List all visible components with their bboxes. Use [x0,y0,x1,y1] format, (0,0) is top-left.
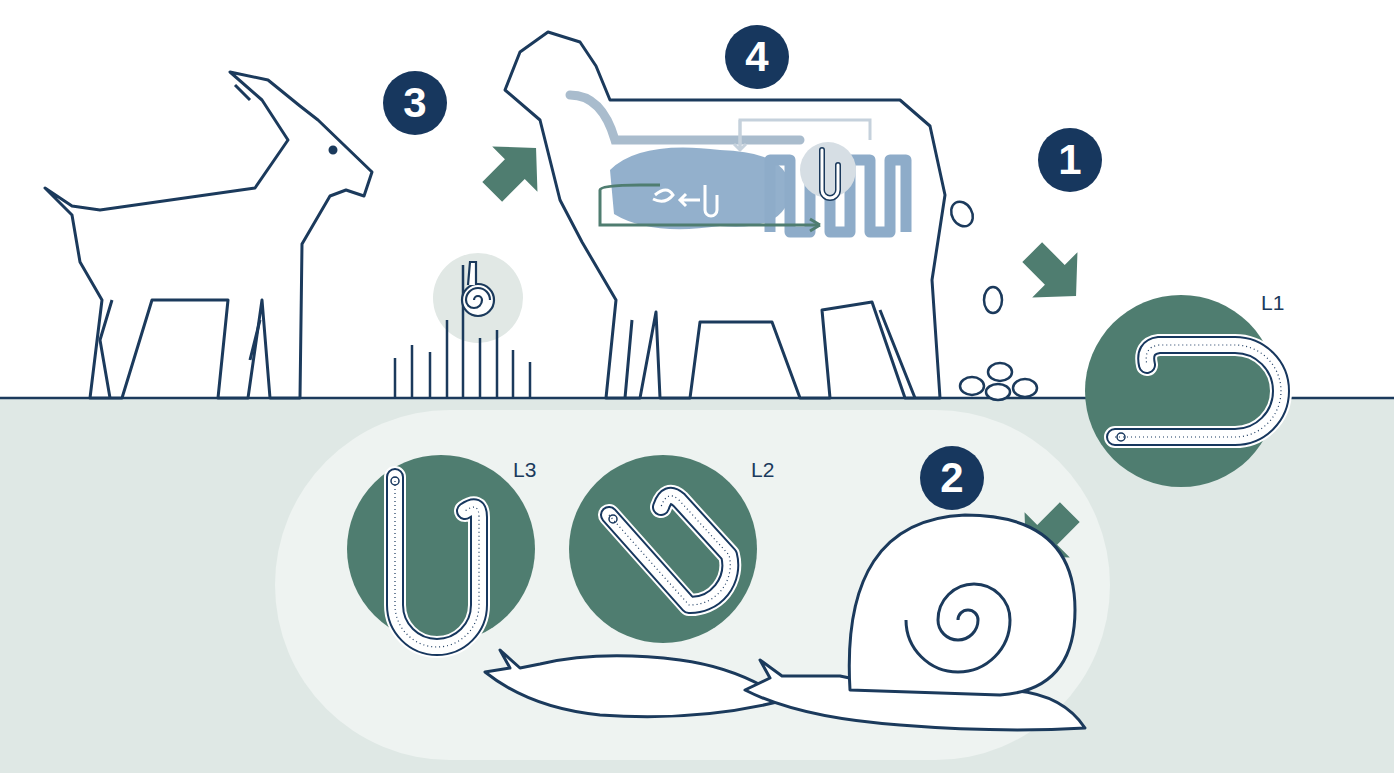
larva-outline [1115,345,1281,437]
larva-circle: L3 [347,455,535,643]
slug [485,650,785,717]
larva-edge [395,477,479,647]
goat-horn [235,85,250,100]
callout-disc [920,446,984,510]
migration-path [740,120,870,150]
callout-number: 3 [383,71,447,135]
callout-number: 2 [920,446,984,510]
larva-in-lung [705,185,717,216]
larva-body [395,477,479,647]
migration-arrowhead [810,219,820,231]
callout-number: 4 [725,25,789,89]
dropping [960,377,984,395]
airway [570,95,800,140]
small-snail-spiral [466,288,490,308]
callout-circle: 4 [725,25,789,89]
larva-edge [609,496,730,605]
larva-gut [609,496,730,605]
lung-arrow [680,194,700,206]
larva-gut [395,477,479,647]
snail-stage-area [275,410,1110,760]
goat-outline [45,72,372,398]
goat-eye [330,147,336,153]
droppings [947,198,1037,400]
larva-outline [822,150,838,198]
egg-in-lung [653,190,673,201]
snail-shell [849,515,1075,695]
larva-outline [395,477,479,647]
slug-outline [485,650,785,717]
larva-edge [1115,345,1281,437]
migration-arrowhead [734,120,746,150]
callout-disc [383,71,447,135]
larva-fill [822,150,838,198]
callout-disc [1038,128,1102,192]
lung [610,148,790,230]
snail [745,515,1085,730]
grass-blades [395,265,530,398]
larva-head [391,477,399,485]
larva-disc [569,455,757,643]
stage-label: L1 [1261,292,1284,313]
cycle-arrows [470,125,1099,578]
larva-circle: L1 [1085,295,1277,487]
larva-disc [1085,295,1277,487]
stage-label: L3 [513,459,536,480]
callout-disc [725,25,789,89]
goat-leg-line [100,300,260,398]
grass [395,265,530,398]
sheep-leg-line [625,310,915,398]
larva-circle: L2 [569,455,757,643]
dropping [1013,379,1037,397]
small-snail [462,262,494,316]
larva-outline [609,496,730,605]
sheep-organs [570,95,906,232]
larva-head [1117,433,1125,441]
snail-spiral [906,584,1010,672]
migration-loop [600,190,820,225]
callout-circle: 2 [920,446,984,510]
cycle-arrow [470,125,559,214]
node-shape [569,455,757,643]
goat [45,72,372,398]
node-shape [1085,295,1277,487]
larva-disc [347,455,535,643]
dropping [947,198,977,231]
small-snail-shell [462,284,494,316]
callout-circle: 3 [383,71,447,135]
larva-highlight [800,142,856,198]
stage-label: L2 [751,459,774,480]
dropping [986,384,1010,400]
larva-body [609,496,730,605]
larva-body [1115,345,1281,437]
sheep [505,32,945,398]
dropping [984,287,1002,313]
larva-head [609,515,617,523]
larva-gut [1115,345,1281,437]
cycle-arrow [1010,230,1099,319]
dropping [988,363,1012,381]
node-shape [347,455,535,643]
migration-loop [600,185,660,190]
callout-circle: 1 [1038,128,1102,192]
small-snail-body [468,262,476,285]
sheep-outline [505,32,945,398]
callout-number: 1 [1038,128,1102,192]
